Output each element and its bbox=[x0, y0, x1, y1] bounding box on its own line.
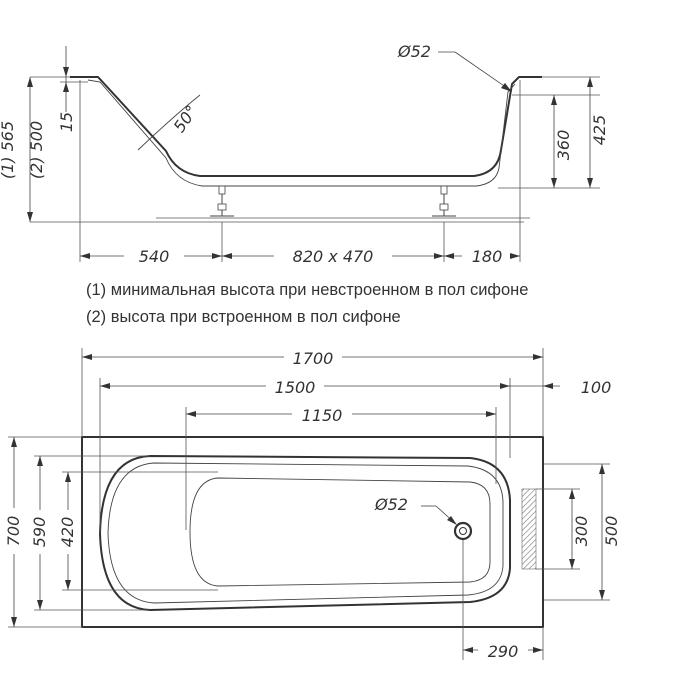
note-1: (1) минимальная высота при невстроенном … bbox=[86, 281, 528, 299]
dim-width-total: 700 bbox=[4, 516, 23, 547]
dim-depth-total: 425 bbox=[590, 115, 609, 146]
dim-length-bottom: 1150 bbox=[302, 406, 343, 425]
overflow-hatch bbox=[521, 488, 537, 570]
note-2: (2) высота при встроенном в пол сифоне bbox=[86, 308, 401, 326]
dim-length-total: 1700 bbox=[293, 349, 334, 368]
top-view-bowl-inner bbox=[107, 462, 504, 604]
top-view-rim bbox=[81, 436, 544, 628]
dim-height-2: (2) 500 bbox=[27, 121, 46, 179]
dim-length-inner: 1500 bbox=[275, 378, 316, 397]
angle-label: 50° bbox=[170, 102, 202, 136]
dim-width-inner: 590 bbox=[30, 517, 49, 548]
dim-rim-right: 100 bbox=[581, 378, 612, 397]
top-view-bottom bbox=[189, 477, 491, 587]
side-view-tub-outline bbox=[70, 76, 542, 177]
dim-length-right: 180 bbox=[472, 247, 503, 266]
dim-drain-offset: 290 bbox=[488, 642, 519, 661]
dim-depth-inner: 360 bbox=[554, 130, 573, 161]
dim-rim-thickness: 15 bbox=[57, 112, 76, 132]
dim-bottom-size: 820 x 470 bbox=[293, 247, 374, 266]
top-drain-label: Ø52 bbox=[374, 495, 408, 514]
dim-overflow-width: 500 bbox=[602, 516, 621, 547]
side-drain-label: Ø52 bbox=[397, 42, 431, 61]
dim-height-1: (1) 565 bbox=[0, 121, 17, 179]
dim-overflow-height: 300 bbox=[572, 516, 591, 547]
side-view: (1) 565 (2) 500 15 50° Ø52 360 425 bbox=[0, 42, 609, 266]
dim-length-left: 540 bbox=[139, 247, 170, 266]
top-view: Ø52 1700 1500 100 1150 bbox=[3, 346, 621, 661]
angle-arc bbox=[137, 94, 201, 151]
side-view-tub-inner bbox=[87, 79, 516, 187]
dim-width-bottom: 420 bbox=[58, 517, 77, 548]
notes: (1) минимальная высота при невстроенном … bbox=[86, 281, 528, 326]
side-view-legs bbox=[210, 185, 456, 217]
